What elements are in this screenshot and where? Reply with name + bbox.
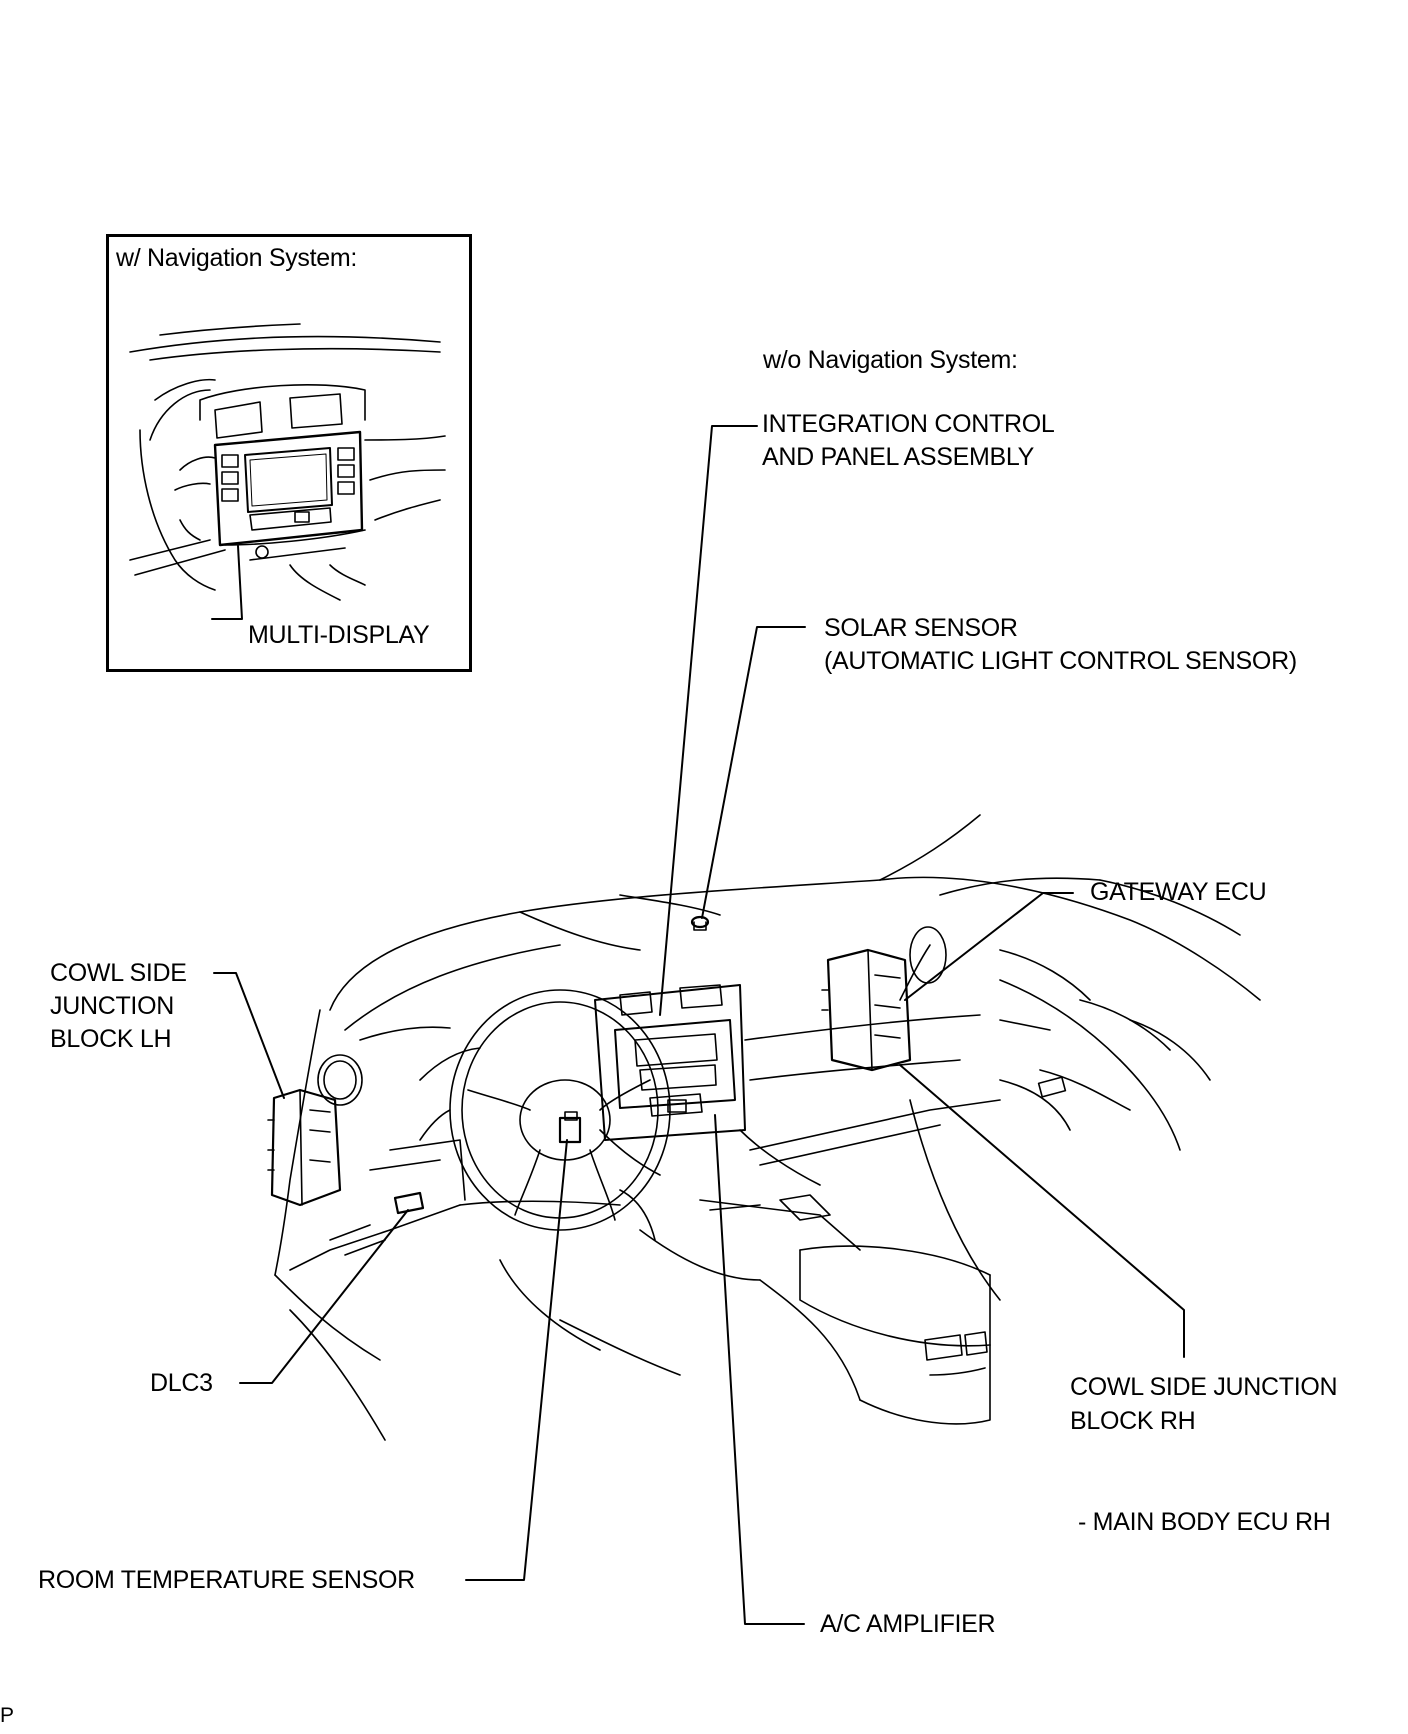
- label-cowl-lh-3: BLOCK LH: [50, 1025, 172, 1053]
- inset-dashboard-drawing: [129, 323, 446, 601]
- leader-ac-amplifier: [714, 1114, 805, 1625]
- label-cowl-lh-1: COWL SIDE: [50, 959, 187, 987]
- leader-room-temp: [465, 1139, 568, 1581]
- leader-integration-control: [659, 425, 758, 1016]
- leader-cowl-lh: [213, 972, 285, 1099]
- leader-multi-display: [211, 545, 243, 620]
- label-dlc3: DLC3: [150, 1369, 213, 1397]
- label-gateway-ecu: GATEWAY ECU: [1090, 878, 1267, 906]
- inset-navigation-box: [106, 234, 472, 672]
- label-integration-control-1: INTEGRATION CONTROL: [762, 410, 1055, 438]
- label-cowl-lh-2: JUNCTION: [50, 992, 174, 1020]
- label-solar-sensor-1: SOLAR SENSOR: [824, 614, 1018, 642]
- label-cowl-rh-2: BLOCK RH: [1070, 1407, 1196, 1435]
- corner-mark: P: [0, 1704, 14, 1727]
- label-solar-sensor-2: (AUTOMATIC LIGHT CONTROL SENSOR): [824, 647, 1297, 675]
- label-main-body-ecu: - MAIN BODY ECU RH: [1078, 1508, 1331, 1536]
- label-ac-amplifier: A/C AMPLIFIER: [820, 1610, 996, 1638]
- leader-cowl-rh: [899, 1064, 1185, 1358]
- label-multi-display: MULTI-DISPLAY: [248, 621, 430, 649]
- label-room-temp-sensor: ROOM TEMPERATURE SENSOR: [38, 1566, 415, 1594]
- leader-lines: [213, 425, 1185, 1625]
- leader-gateway-ecu: [904, 892, 1074, 1001]
- label-cowl-rh-1: COWL SIDE JUNCTION: [1070, 1373, 1338, 1401]
- leader-dlc3: [239, 1209, 409, 1384]
- label-integration-control-2: AND PANEL ASSEMBLY: [762, 443, 1035, 471]
- main-dashboard-drawing: [267, 814, 1261, 1441]
- main-heading: w/o Navigation System:: [763, 346, 1018, 374]
- leader-solar-sensor: [701, 626, 806, 919]
- inset-heading: w/ Navigation System:: [116, 244, 358, 272]
